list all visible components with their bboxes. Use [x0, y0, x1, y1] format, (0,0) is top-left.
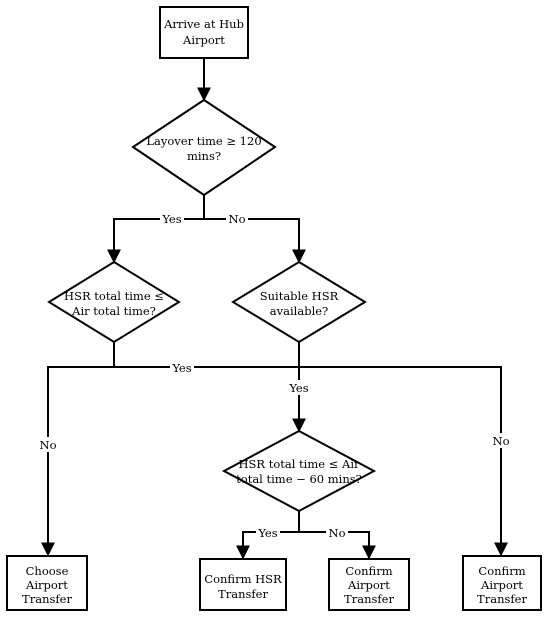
node-confirm-airport-1-line-2: Airport: [347, 578, 390, 592]
node-confirm-hsr-line-1: Confirm HSR: [204, 572, 282, 586]
label-hsr60-yes: Yes: [257, 526, 277, 540]
node-layover-diamond: [131, 98, 277, 197]
node-confirm-airport-1-line-3: Transfer: [344, 592, 394, 606]
node-hsr60-line-2: total time − 60 mins?: [236, 472, 362, 486]
label-hsr60-no: No: [329, 526, 346, 540]
node-choose-airport-line-1: Choose: [26, 564, 69, 578]
label-suitable-no: No: [493, 434, 510, 448]
node-confirm-airport-2-line-3: Transfer: [477, 592, 527, 606]
node-arrive-line-1: Arrive at Hub: [163, 17, 244, 31]
node-suitable-hsr-line-1: Suitable HSR: [260, 289, 339, 303]
label-suitable-yes: Yes: [288, 381, 308, 395]
edge-hsr60-no: [299, 531, 376, 560]
label-hsr-total-yes: Yes: [171, 361, 191, 375]
node-arrive-box: [159, 6, 249, 59]
node-suitable-hsr-diamond: [231, 260, 367, 344]
node-hsr-total-line-2: Air total time?: [71, 304, 156, 318]
node-layover-line-1: Layover time ≥ 120: [146, 134, 261, 148]
node-hsr60-diamond: [221, 429, 377, 513]
node-confirm-hsr-line-2: Transfer: [218, 587, 268, 601]
node-confirm-airport-2-line-2: Airport: [480, 578, 523, 592]
edge-hsr60-yes: [236, 531, 299, 560]
node-confirm-airport-1-box: [328, 558, 410, 611]
node-confirm-airport-2-box: [462, 555, 542, 611]
node-arrive-line-2: Airport: [182, 33, 225, 47]
label-hsr-total-no: No: [40, 438, 57, 452]
node-hsr60-line-1: HSR total time ≤ Air: [238, 457, 360, 471]
edge-layover-no: [204, 218, 306, 264]
edge-suitable-no: [299, 366, 508, 557]
node-choose-airport-box: [6, 555, 88, 611]
node-layover-line-2: mins?: [187, 149, 221, 163]
edge-hsr-total-no: [41, 366, 114, 557]
node-confirm-airport-2-line-1: Confirm: [478, 564, 525, 578]
edge-layover-yes: [107, 218, 204, 264]
node-hsr-total-line-1: HSR total time ≤: [64, 289, 164, 303]
node-confirm-airport-1-line-1: Confirm: [345, 564, 392, 578]
node-hsr-total-diamond: [47, 260, 181, 344]
node-confirm-hsr-box: [199, 558, 287, 611]
label-layover-yes: Yes: [161, 212, 181, 226]
node-suitable-hsr-line-2: available?: [270, 304, 328, 318]
node-choose-airport-line-3: Transfer: [22, 592, 72, 606]
label-layover-no: No: [229, 212, 246, 226]
node-choose-airport-line-2: Airport: [25, 578, 68, 592]
